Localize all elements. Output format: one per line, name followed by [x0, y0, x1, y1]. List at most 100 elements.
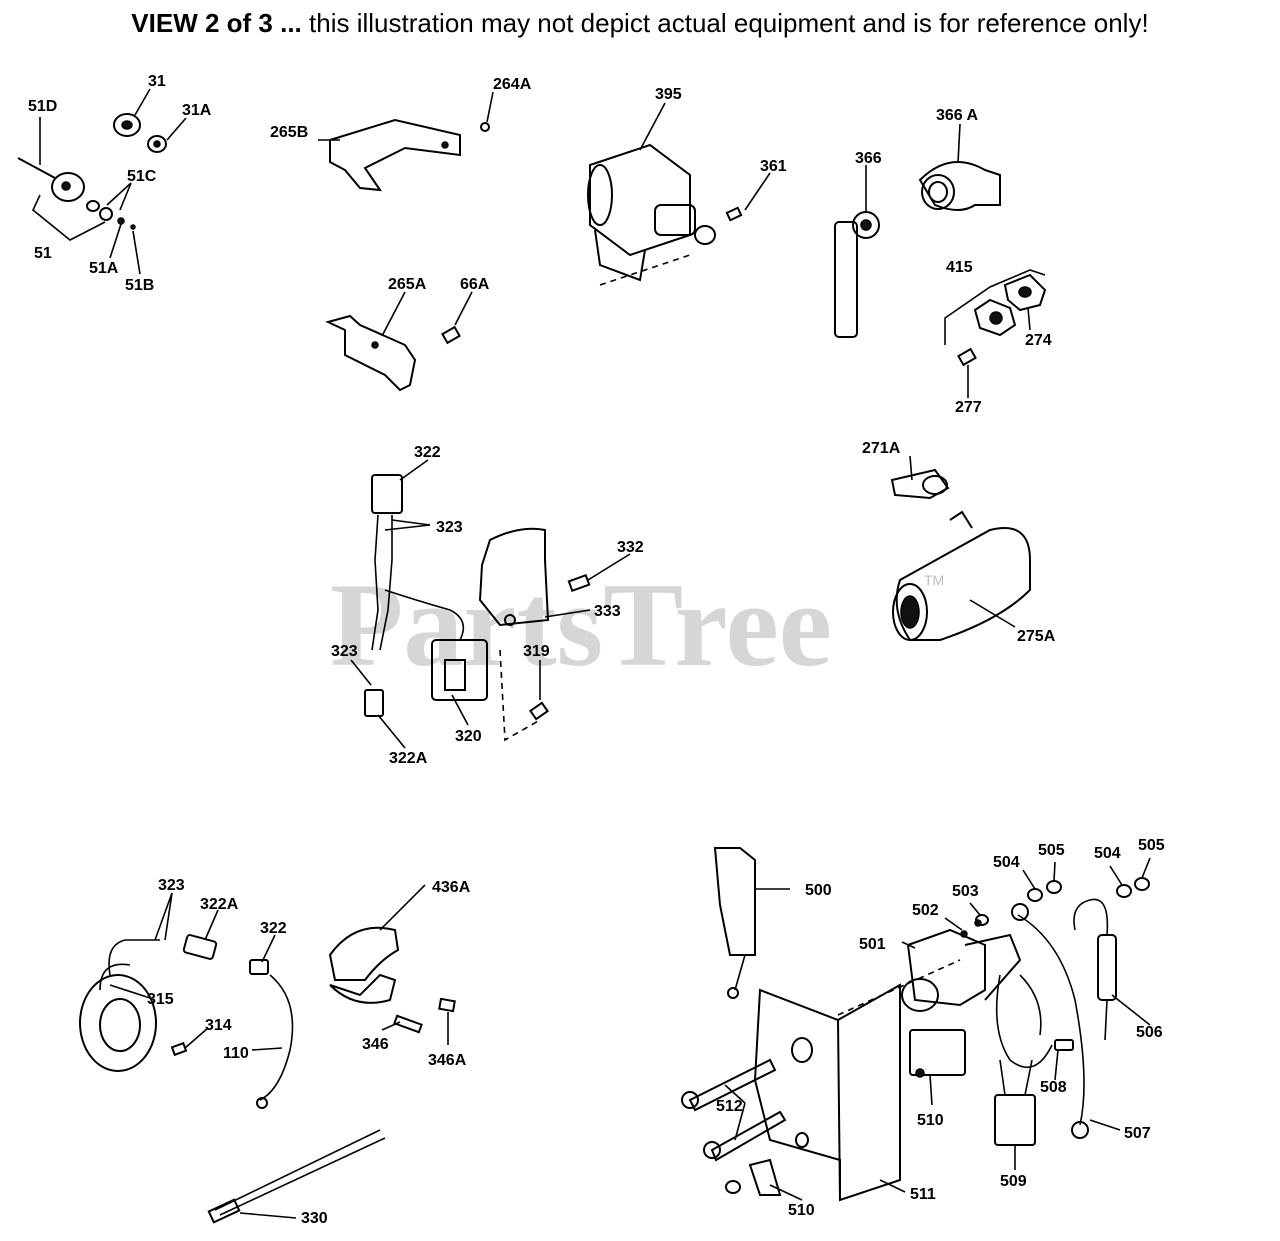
part-333-shield — [478, 527, 550, 627]
part-314-screw — [170, 1041, 188, 1057]
part-274-gasket — [1003, 273, 1047, 312]
callout-500: 500 — [805, 882, 832, 899]
callout-51: 51 — [34, 245, 52, 262]
callout-512: 512 — [716, 1098, 743, 1115]
part-332-screw — [567, 573, 591, 593]
callout-314: 314 — [205, 1017, 232, 1034]
part-366-pipe — [834, 211, 880, 338]
callout-320: 320 — [455, 728, 482, 745]
part-511-panel — [753, 959, 961, 1202]
callout-436a: 436A — [432, 879, 471, 896]
part-31a-washer — [147, 135, 167, 153]
part-395-starter — [587, 143, 716, 286]
callout-511: 511 — [910, 1186, 936, 1203]
part-66a-screw — [441, 325, 461, 345]
callout-508: 508 — [1040, 1079, 1067, 1096]
callout-333: 333 — [594, 603, 621, 620]
part-507-cable — [1011, 903, 1089, 1139]
callout-264a: 264A — [493, 76, 532, 93]
callout-323-lower: 323 — [331, 643, 358, 660]
part-505-nut-b — [1134, 877, 1150, 891]
callout-509: 509 — [1000, 1173, 1027, 1190]
part-415-flange — [973, 298, 1017, 337]
callout-315: 315 — [147, 991, 174, 1008]
callout-332: 332 — [617, 539, 644, 556]
callout-265b: 265B — [270, 124, 308, 141]
callout-503: 503 — [952, 883, 979, 900]
part-504-washer-b — [1116, 884, 1132, 898]
callout-506: 506 — [1136, 1024, 1163, 1041]
callout-277: 277 — [955, 399, 982, 416]
callout-319: 319 — [523, 643, 550, 660]
part-508-harness — [995, 974, 1074, 1069]
callout-51d: 51D — [28, 98, 57, 115]
part-322-connector — [249, 959, 269, 975]
callout-323-bottom: 323 — [158, 877, 185, 894]
part-506-fuse — [1073, 898, 1117, 1041]
callout-51a: 51A — [89, 260, 119, 277]
part-275a-muffler — [892, 510, 1031, 641]
part-503-washer — [975, 914, 989, 926]
callout-322a: 322A — [389, 750, 428, 767]
disclaimer-text: this illustration may not depict actual … — [301, 8, 1149, 38]
page-header: VIEW 2 of 3 ... this illustration may no… — [0, 8, 1280, 39]
part-509-connector — [994, 1059, 1036, 1146]
callout-510-right: 510 — [917, 1112, 944, 1129]
part-110-lead — [256, 974, 294, 1109]
part-510-nut — [725, 1158, 782, 1196]
part-320-module — [431, 639, 488, 701]
part-500-bracket — [713, 847, 756, 999]
callout-322-bottom: 322 — [260, 920, 287, 937]
part-31-washer — [113, 113, 141, 137]
callout-271a: 271A — [862, 440, 901, 457]
part-361-screw — [725, 206, 743, 222]
callout-322: 322 — [414, 444, 441, 461]
callout-labels: 51D 31 31A 51C 51 51A 51B 264A 265B 265A… — [28, 73, 1165, 1227]
callout-361: 361 — [760, 158, 787, 175]
watermark: PartsTree — [330, 558, 832, 691]
callout-346a: 346A — [428, 1052, 467, 1069]
part-319-screw — [499, 649, 549, 742]
callout-330: 330 — [301, 1210, 328, 1227]
callout-505-b: 505 — [1138, 837, 1165, 854]
callout-504-a: 504 — [993, 854, 1020, 871]
part-510-relay — [909, 1029, 966, 1078]
callout-502: 502 — [912, 902, 939, 919]
part-51-hub-assembly — [17, 157, 136, 230]
callout-275a: 275A — [1017, 628, 1056, 645]
callout-110: 110 — [223, 1045, 249, 1062]
callout-265a: 265A — [388, 276, 427, 293]
part-265a-bracket — [325, 314, 417, 392]
part-277-screw — [957, 347, 977, 367]
leader-lines — [32, 88, 1151, 1219]
part-330-wire — [207, 1129, 386, 1224]
callout-274: 274 — [1025, 332, 1052, 349]
part-366a-elbow — [918, 161, 1001, 211]
part-264a-screw — [480, 122, 490, 132]
callout-501: 501 — [859, 936, 886, 953]
part-322-harness — [364, 474, 465, 717]
callout-66a: 66A — [460, 276, 490, 293]
part-271a-clamp — [890, 468, 950, 500]
part-265b-bracket — [329, 118, 461, 192]
callout-323: 323 — [436, 519, 463, 536]
part-504-washer-a — [1027, 888, 1043, 902]
part-501-solenoid — [901, 919, 1022, 1012]
callout-366: 366 — [855, 150, 882, 167]
part-315-stator — [79, 939, 160, 1072]
part-346-screw — [393, 1014, 423, 1034]
callout-507: 507 — [1124, 1125, 1151, 1142]
callout-346: 346 — [362, 1036, 389, 1053]
callout-366a: 366 A — [936, 107, 979, 124]
callout-510-bottom: 510 — [788, 1202, 815, 1219]
callout-322a-bottom: 322A — [200, 896, 239, 913]
callout-415: 415 — [946, 259, 973, 276]
part-346a-screw — [438, 997, 456, 1013]
part-436a-magnet — [328, 926, 400, 1004]
callout-395: 395 — [655, 86, 682, 103]
part-512-bolts — [681, 1058, 787, 1162]
callout-51c: 51C — [127, 168, 157, 185]
callout-31a: 31A — [182, 102, 212, 119]
part-322a-connector — [182, 934, 218, 960]
